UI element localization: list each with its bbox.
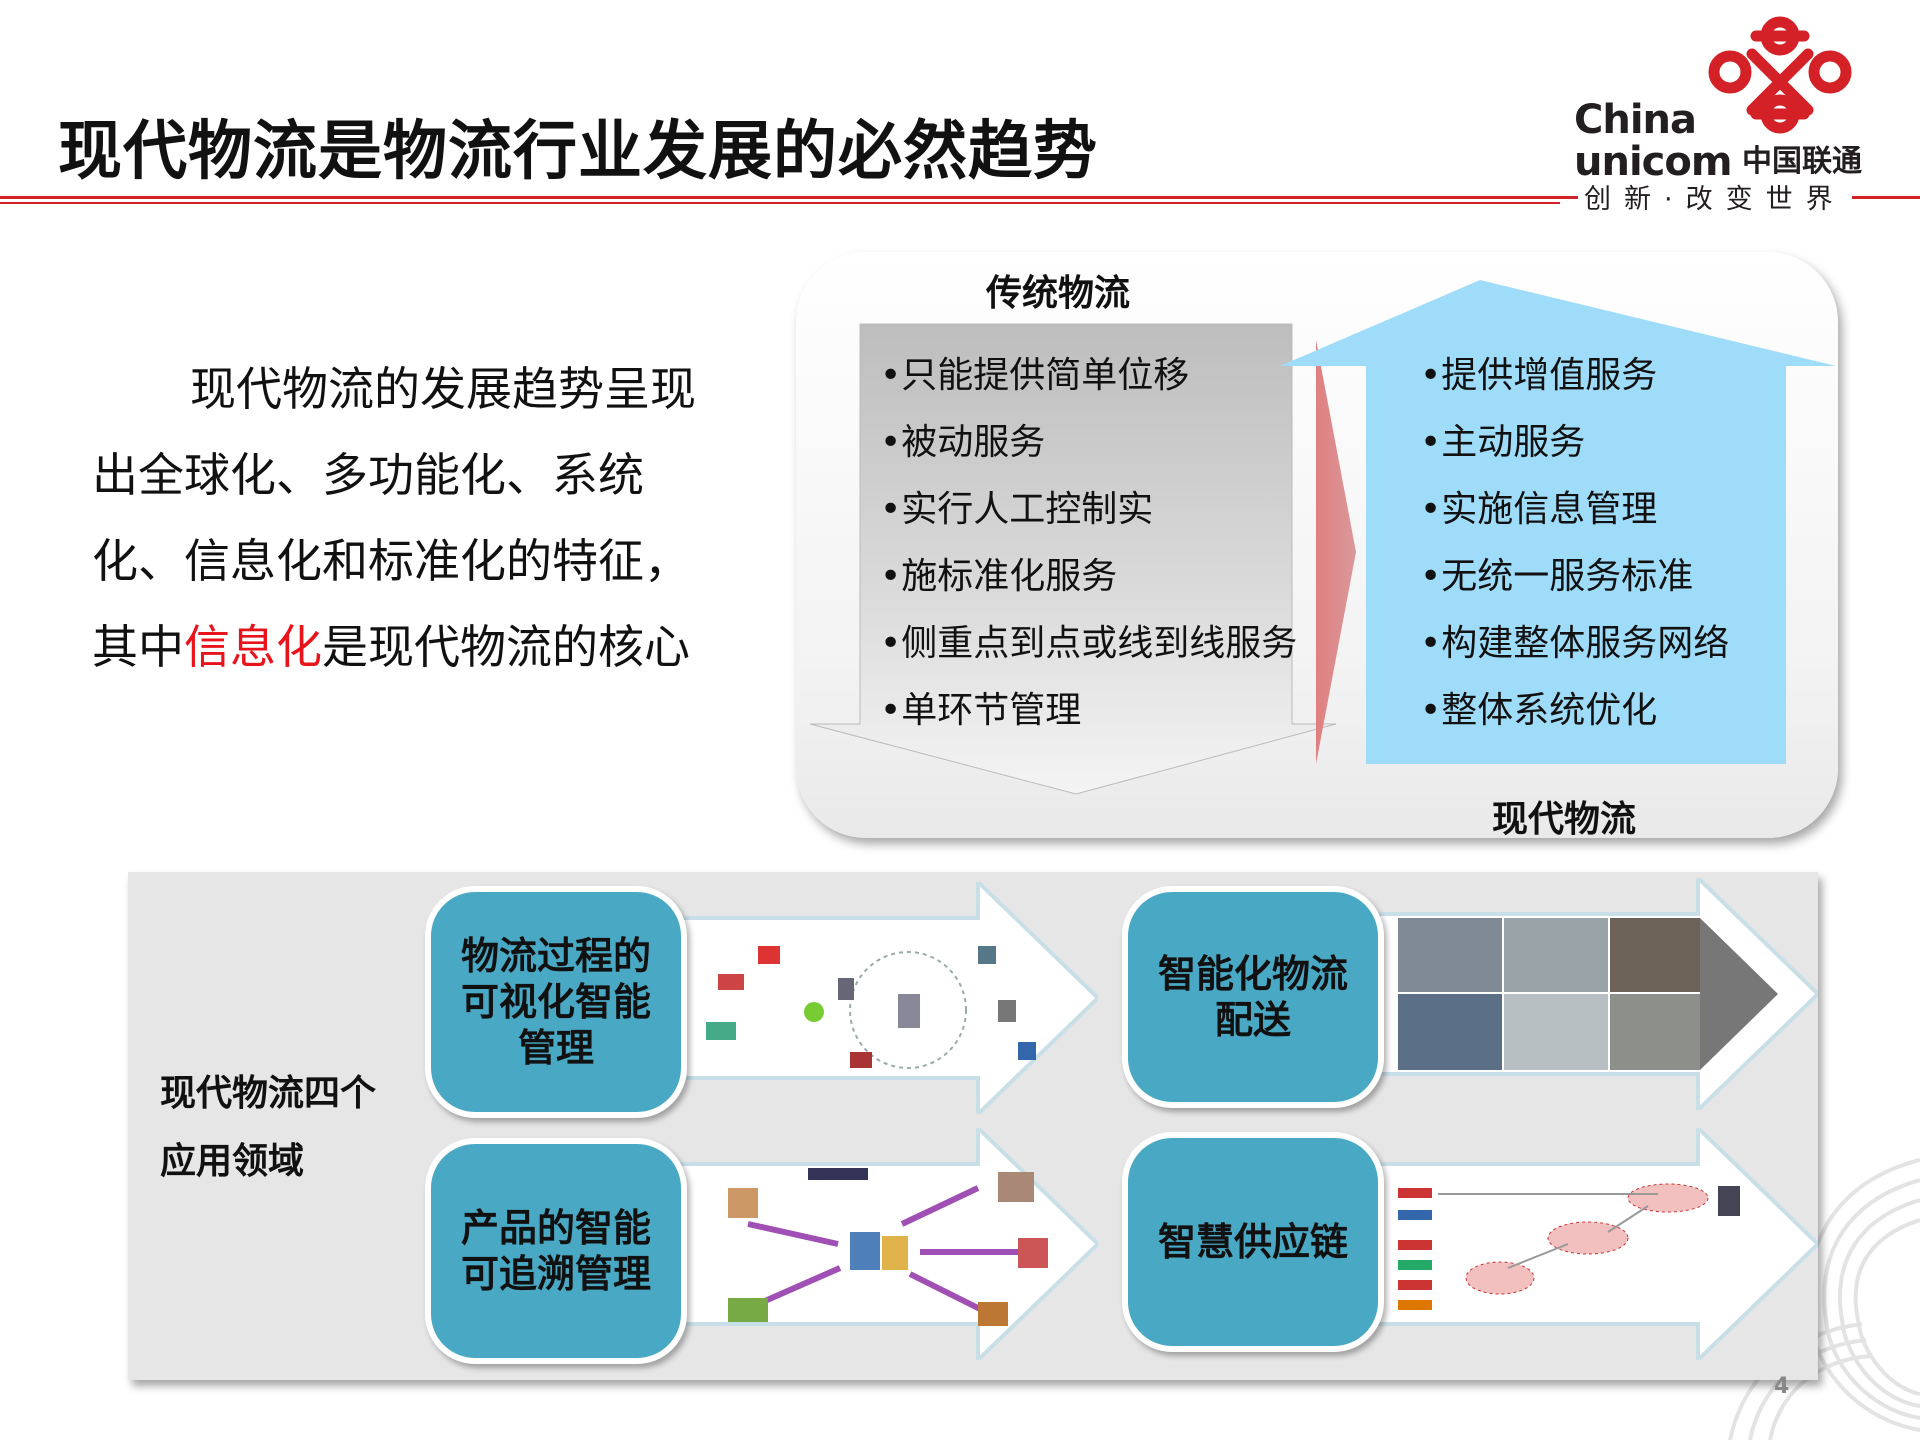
slide-number: 4 — [1774, 1374, 1790, 1399]
logo-slogan: 创新·改变世界 — [1578, 186, 1852, 213]
list-item: •侧重点到点或线到线服务 — [880, 623, 1298, 664]
list-item: •构建整体服务网络 — [1420, 623, 1730, 664]
intro-paragraph: 现代物流的发展趋势呈现出全球化、多功能化、系统化、信息化和标准化的特征，其中信息… — [92, 346, 732, 690]
intro-text-end: 是现代物流的核心 — [322, 620, 690, 674]
list-item: •无统一服务标准 — [1420, 556, 1694, 597]
logo-text-cn: 中国联通 — [1742, 144, 1862, 179]
intro-text: 现代物流的发展趋势呈现出全球化、多功能化、系统化、信息化和标准化的特征，其中 — [92, 362, 696, 674]
modern-label: 现代物流 — [1492, 799, 1637, 840]
app-card-supply-chain: 智慧供应链 — [1122, 1132, 1384, 1352]
slide-title: 现代物流是物流行业发展的必然趋势 — [58, 115, 1098, 189]
list-item: •被动服务 — [880, 422, 1046, 463]
app-card-traceability: 产品的智能可追溯管理 — [425, 1138, 687, 1364]
header-rule-thin — [0, 202, 1560, 204]
app-card-smart-delivery: 智能化物流配送 — [1122, 886, 1384, 1108]
list-item: •整体系统优化 — [1420, 690, 1658, 731]
logo-text-unicom: unicom — [1574, 139, 1733, 185]
list-item: •实行人工控制实 — [880, 489, 1154, 530]
intro-highlight: 信息化 — [184, 620, 322, 674]
traditional-list: •只能提供简单位移 •被动服务 •实行人工控制实 •施标准化服务 •侧重点到点或… — [880, 342, 1297, 744]
modern-arrow — [1280, 280, 1836, 764]
logo-text-china: China — [1574, 97, 1697, 143]
list-item: •主动服务 — [1420, 422, 1586, 463]
app-card-visualization: 物流过程的可视化智能管理 — [425, 886, 687, 1118]
comparison-graphics — [809, 280, 1836, 795]
list-item: •施标准化服务 — [880, 556, 1118, 597]
traditional-label: 传统物流 — [986, 273, 1131, 314]
china-unicom-knot-icon — [1708, 16, 1852, 134]
header-rule — [0, 196, 1920, 199]
list-item: •提供增值服务 — [1420, 355, 1658, 396]
applications-label: 现代物流四个应用领域 — [160, 1073, 377, 1182]
traditional-arrow — [809, 323, 1337, 795]
list-item: •只能提供简单位移 — [880, 355, 1190, 396]
list-item: •实施信息管理 — [1420, 489, 1658, 530]
modern-list: •提供增值服务 •主动服务 •实施信息管理 •无统一服务标准 •构建整体服务网络… — [1420, 342, 1729, 744]
list-item: •单环节管理 — [880, 690, 1082, 731]
transition-arrow — [1316, 340, 1356, 764]
